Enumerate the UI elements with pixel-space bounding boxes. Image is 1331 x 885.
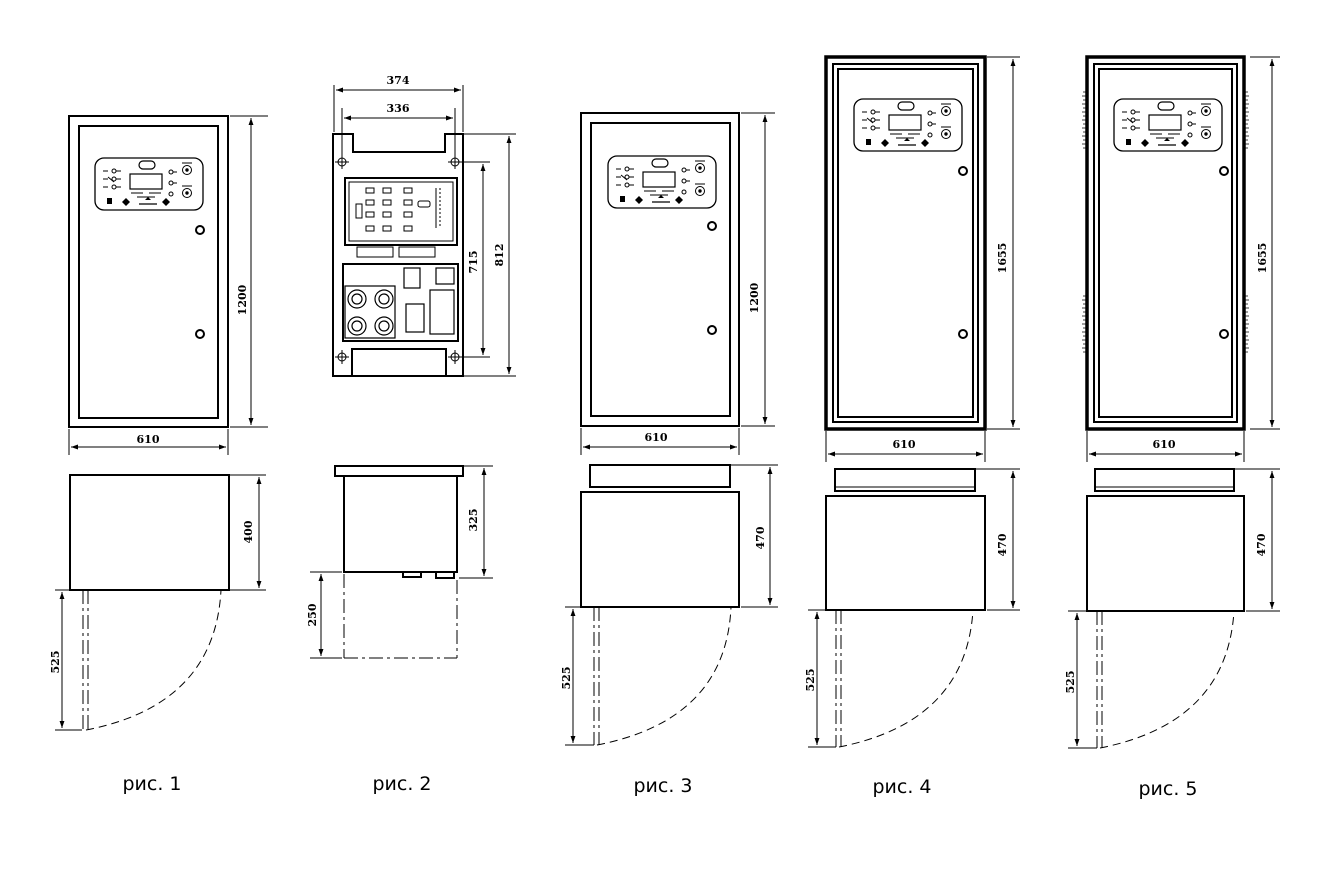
fig4-width-label: 610 (893, 438, 916, 451)
fig3-dimension-width: 610 (580, 428, 740, 455)
fig3-door-label: 525 (560, 667, 573, 690)
fig1-front-view (68, 115, 229, 428)
fig3-height-label: 1200 (748, 282, 761, 313)
figure-1: 1200 610 400 525 рис. 1 (49, 115, 268, 795)
fig2-inner-width-label: 336 (387, 102, 410, 115)
fig1-depth-label: 400 (242, 520, 255, 543)
fig5-caption: рис. 5 (1138, 778, 1197, 800)
fig5-top-view: 470 525 (1064, 468, 1280, 749)
fig2-height-outer-label: 812 (493, 244, 506, 267)
fig3-depth-label: 470 (754, 526, 767, 549)
fig5-door-label: 525 (1064, 671, 1077, 694)
fig4-caption: рис. 4 (872, 776, 931, 798)
fig2-dimension-heights: 812 715 (457, 133, 516, 377)
fig1-dimension-width: 610 (68, 429, 229, 455)
fig5-height-label: 1655 (1256, 243, 1269, 274)
fig5-front-view (1082, 55, 1249, 431)
figure-3: 1200 610 470 525 рис. 3 (560, 112, 778, 797)
fig2-outer-width-label: 374 (387, 74, 410, 87)
figure-4: 1655 610 470 525 рис. 4 (804, 55, 1020, 798)
fig3-width-label: 610 (645, 431, 668, 444)
fig4-top-view: 470 525 (804, 468, 1020, 748)
fig2-dimension-widths: 374 336 (333, 74, 464, 156)
fig1-height-label: 1200 (236, 284, 249, 315)
fig5-dimension-width: 610 (1086, 431, 1245, 462)
fig5-depth-label: 470 (1255, 533, 1268, 556)
fig1-width-label: 610 (137, 433, 160, 446)
fig4-dimension-height: 1655 (987, 56, 1020, 430)
fig3-top-view: 470 525 (560, 464, 778, 746)
fig1-door-label: 525 (49, 651, 62, 674)
fig1-top-view: 400 525 (49, 474, 266, 731)
fig3-front-view (580, 112, 740, 427)
fig2-height-inner-label: 715 (467, 251, 480, 274)
fig4-height-label: 1655 (996, 243, 1009, 274)
fig2-clearance-label: 250 (306, 603, 319, 626)
fig5-width-label: 610 (1153, 438, 1176, 451)
fig2-top-view: 325 250 (306, 465, 493, 659)
fig4-depth-label: 470 (996, 533, 1009, 556)
fig2-front-view (332, 133, 464, 377)
fig5-dimension-height: 1655 (1250, 56, 1280, 430)
fig1-dimension-height: 1200 (230, 115, 268, 428)
figure-5: 1655 610 470 525 рис. 5 (1064, 55, 1280, 800)
fig2-caption: рис. 2 (372, 773, 431, 795)
fig4-dimension-width: 610 (825, 431, 986, 462)
figure-2: 374 336 812 715 325 (306, 74, 516, 795)
fig1-caption: рис. 1 (122, 773, 181, 795)
fig3-caption: рис. 3 (633, 775, 692, 797)
fig2-depth-label: 325 (467, 509, 480, 532)
fig4-door-label: 525 (804, 669, 817, 692)
fig4-front-view (824, 55, 987, 431)
fig3-dimension-height: 1200 (741, 112, 775, 427)
fig5-vent-grilles (1082, 91, 1249, 353)
